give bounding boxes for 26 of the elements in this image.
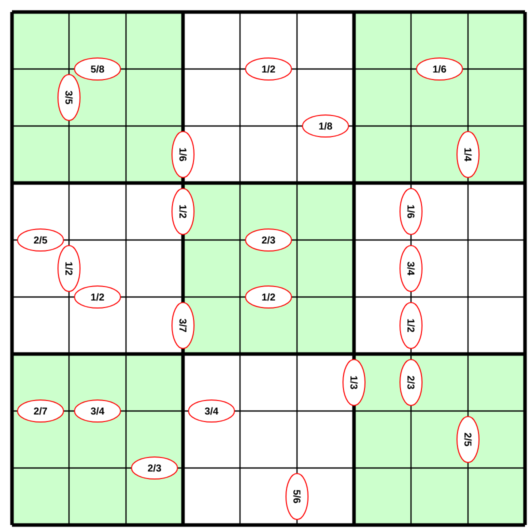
ratio-oval: 1/6 <box>400 188 422 235</box>
ratio-oval: 1/2 <box>245 58 292 80</box>
ratio-oval: 2/7 <box>17 400 64 422</box>
ratio-oval: 1/2 <box>58 245 80 292</box>
node-label: 5/6 <box>293 490 301 504</box>
ratio-oval: 1/2 <box>400 302 422 349</box>
ratio-oval: 2/3 <box>400 359 422 406</box>
ratio-oval: 3/4 <box>400 245 422 292</box>
ratio-oval: 2/3 <box>245 228 292 252</box>
ratio-oval: 3/5 <box>58 74 80 121</box>
ratio-oval: 1/2 <box>245 286 292 308</box>
ratio-oval: 1/3 <box>342 359 366 406</box>
ratio-oval: 2/5 <box>17 228 64 252</box>
ratio-oval: 1/6 <box>416 58 463 80</box>
ratio-oval: 3/4 <box>188 400 235 422</box>
ratio-oval: 2/5 <box>456 416 480 463</box>
ratio-oval: 3/4 <box>74 400 121 422</box>
ratio-oval: 1/4 <box>456 131 480 178</box>
ratio-oval: 2/3 <box>131 456 178 480</box>
ratio-oval: 1/8 <box>302 114 349 138</box>
ratio-oval: 1/2 <box>74 286 121 308</box>
ratio-oval: 5/6 <box>286 473 308 520</box>
ratio-oval: 1/6 <box>172 131 194 178</box>
ratio-oval: 1/2 <box>172 188 194 235</box>
ratio-oval: 3/7 <box>172 302 194 349</box>
ratio-oval: 5/8 <box>74 58 121 80</box>
